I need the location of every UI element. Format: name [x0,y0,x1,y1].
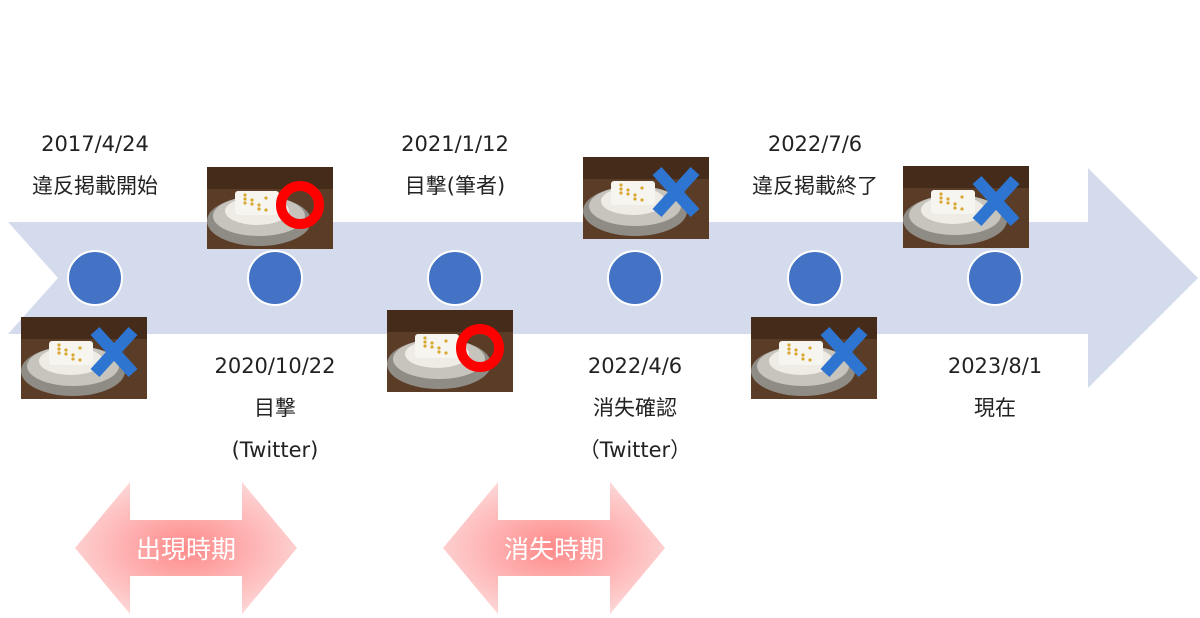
event-label-4: 2022/4/6 消失確認 （Twitter） [579,345,691,471]
event-date: 2022/4/6 [587,354,683,378]
event-date: 2020/10/22 [214,354,336,378]
event-photo-5 [751,317,877,399]
cross-icon [972,175,1020,227]
circle-icon [456,324,504,372]
event-date: 2017/4/24 [41,132,149,156]
period-arrow-appearance [75,482,297,614]
event-photo-3 [387,310,513,392]
event-label-1: 2017/4/24 違反掲載開始 [32,123,158,207]
timeline-marker [967,250,1023,306]
event-photo-1 [21,317,147,399]
event-date: 2022/7/6 [767,132,863,156]
timeline-marker [427,250,483,306]
event-description: 違反掲載開始 [32,174,158,198]
event-date: 2023/8/1 [947,354,1043,378]
timeline-marker [247,250,303,306]
period-label-appearance: 出現時期 [135,535,237,564]
event-label-3: 2021/1/12 目撃(筆者) [401,123,509,207]
period-arrow-disappearance [443,482,665,614]
event-label-2: 2020/10/22 目撃 (Twitter) [214,345,335,471]
timeline-marker [607,250,663,306]
circle-icon [276,181,324,229]
event-description-source: (Twitter) [231,438,319,462]
event-description: 違反掲載終了 [752,174,878,198]
event-label-5: 2022/7/6 違反掲載終了 [752,123,878,207]
timeline-marker [787,250,843,306]
cross-icon [820,326,868,378]
event-description: 消失確認 [592,396,677,420]
cross-icon [90,326,138,378]
timeline-marker [67,250,123,306]
cross-icon [652,166,700,218]
event-description: 現在 [973,396,1016,420]
event-description-source: （Twitter） [578,438,692,462]
event-photo-6 [903,166,1029,248]
event-photo-4 [583,157,709,239]
event-description: 目撃 [253,396,296,420]
event-label-6: 2023/8/1 現在 [948,345,1042,429]
event-photo-2 [207,167,333,249]
event-date: 2021/1/12 [401,132,509,156]
period-label-disappearance: 消失時期 [503,535,605,564]
event-description: 目撃(筆者) [404,174,506,198]
